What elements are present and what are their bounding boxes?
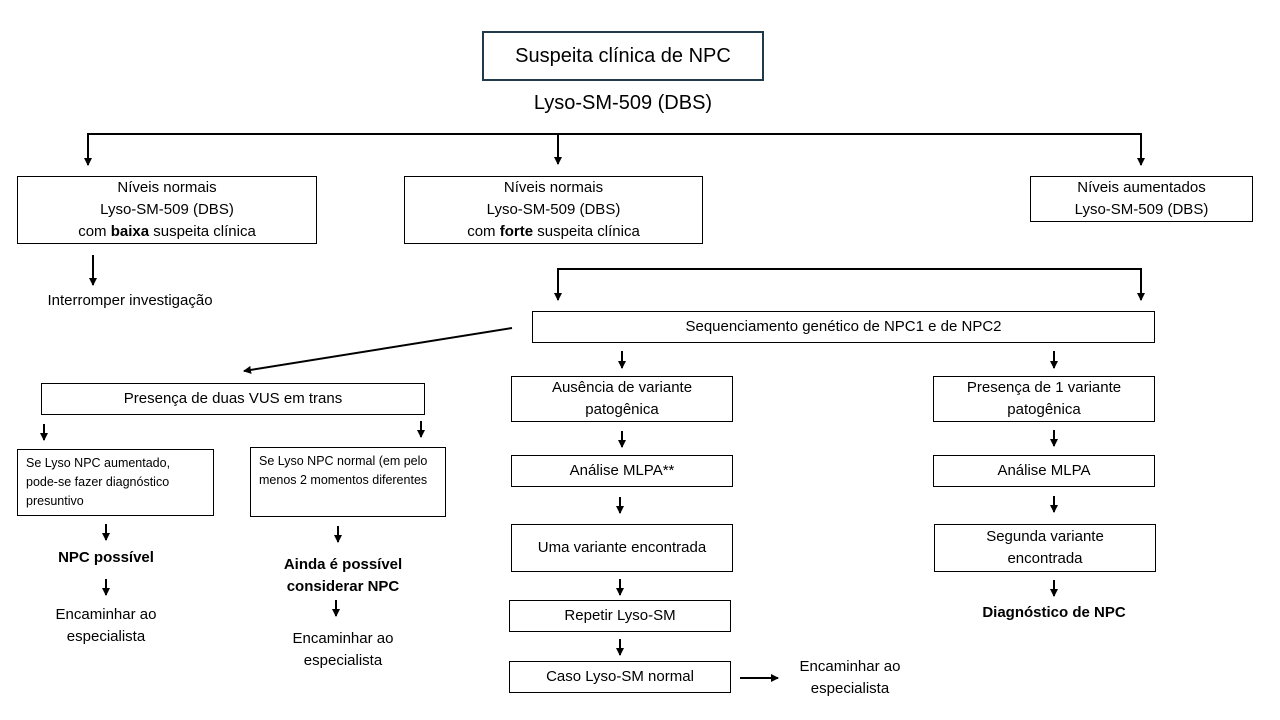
- if-normal-text: Caso Lyso-SM normal: [546, 668, 694, 685]
- vus-box: Presença de duas VUS em trans: [41, 383, 425, 415]
- second-line1: Segunda variante: [986, 528, 1104, 545]
- presence-line2: patogênica: [1007, 401, 1081, 418]
- still-possible: Ainda é possível considerar NPC: [283, 556, 403, 595]
- branch-left-line3: com baixa suspeita clínica: [78, 223, 256, 240]
- sequencing-text: Sequenciamento genético de NPC1 e de NPC…: [685, 318, 1002, 335]
- npc-possible: NPC possível: [58, 549, 154, 566]
- subtitle: Lyso-SM-509 (DBS): [533, 92, 713, 114]
- sequencing-box: Sequenciamento genético de NPC1 e de NPC…: [532, 311, 1155, 343]
- branch-left-line2: Lyso-SM-509 (DBS): [100, 201, 234, 218]
- second-line2: encontrada: [1007, 550, 1083, 567]
- presence-box: Presença de 1 variante patogênica: [933, 376, 1155, 422]
- absence-line1: Ausência de variante: [551, 379, 693, 396]
- second-variant-box: Segunda variante encontrada: [934, 524, 1156, 572]
- repeat-box: Repetir Lyso-SM: [509, 600, 731, 632]
- branch-mid-line3: com forte suspeita clínica: [467, 223, 640, 240]
- repeat-text: Repetir Lyso-SM: [564, 607, 676, 624]
- refer-right: Encaminhar ao especialista: [799, 658, 901, 697]
- branch-right-box: Níveis aumentados Lyso-SM-509 (DBS): [1030, 176, 1253, 222]
- vus-right-box: Se Lyso NPC normal (em pelo menos 2 mome…: [250, 447, 446, 517]
- vus-left-text: Se Lyso NPC aumentado, pode-se fazer dia…: [26, 456, 171, 508]
- if-normal-box: Caso Lyso-SM normal: [509, 661, 731, 693]
- mlpa-star-box: Análise MLPA**: [511, 455, 733, 487]
- one-variant-text: Uma variante encontrada: [537, 539, 707, 556]
- refer-left: Encaminhar ao especialista: [55, 606, 157, 645]
- mlpa-star-text: Análise MLPA**: [569, 462, 675, 479]
- vus-text: Presença de duas VUS em trans: [123, 390, 343, 407]
- title-text: Suspeita clínica de NPC: [515, 45, 731, 67]
- presence-line1: Presença de 1 variante: [966, 379, 1122, 396]
- diagnosis: Diagnóstico de NPC: [982, 604, 1126, 621]
- vus-left-box: Se Lyso NPC aumentado, pode-se fazer dia…: [17, 449, 214, 516]
- top-bracket: [87, 133, 1145, 166]
- stop-text: Interromper investigação: [47, 292, 213, 309]
- branch-mid-line2: Lyso-SM-509 (DBS): [486, 201, 621, 218]
- second-bracket: [557, 268, 1145, 301]
- branch-right-line1: Níveis aumentados: [1077, 179, 1206, 196]
- branch-left-box: Níveis normais Lyso-SM-509 (DBS) com bai…: [17, 176, 317, 244]
- absence-box: Ausência de variante patogênica: [511, 376, 733, 422]
- branch-left-line1: Níveis normais: [117, 179, 217, 196]
- mlpa-text: Análise MLPA: [997, 462, 1091, 479]
- branch-mid-line1: Níveis normais: [503, 179, 604, 196]
- branch-mid-box: Níveis normais Lyso-SM-509 (DBS) com for…: [404, 176, 703, 244]
- refer-mid: Encaminhar ao especialista: [292, 630, 394, 669]
- absence-line2: patogênica: [585, 401, 659, 418]
- vus-right-text: Se Lyso NPC normal (em pelo menos 2 mome…: [259, 454, 428, 487]
- mlpa-box: Análise MLPA: [933, 455, 1155, 487]
- branch-right-line2: Lyso-SM-509 (DBS): [1074, 201, 1209, 218]
- arrow-to-vus: [243, 327, 513, 374]
- title-box: Suspeita clínica de NPC: [482, 31, 764, 81]
- one-variant-box: Uma variante encontrada: [511, 524, 733, 572]
